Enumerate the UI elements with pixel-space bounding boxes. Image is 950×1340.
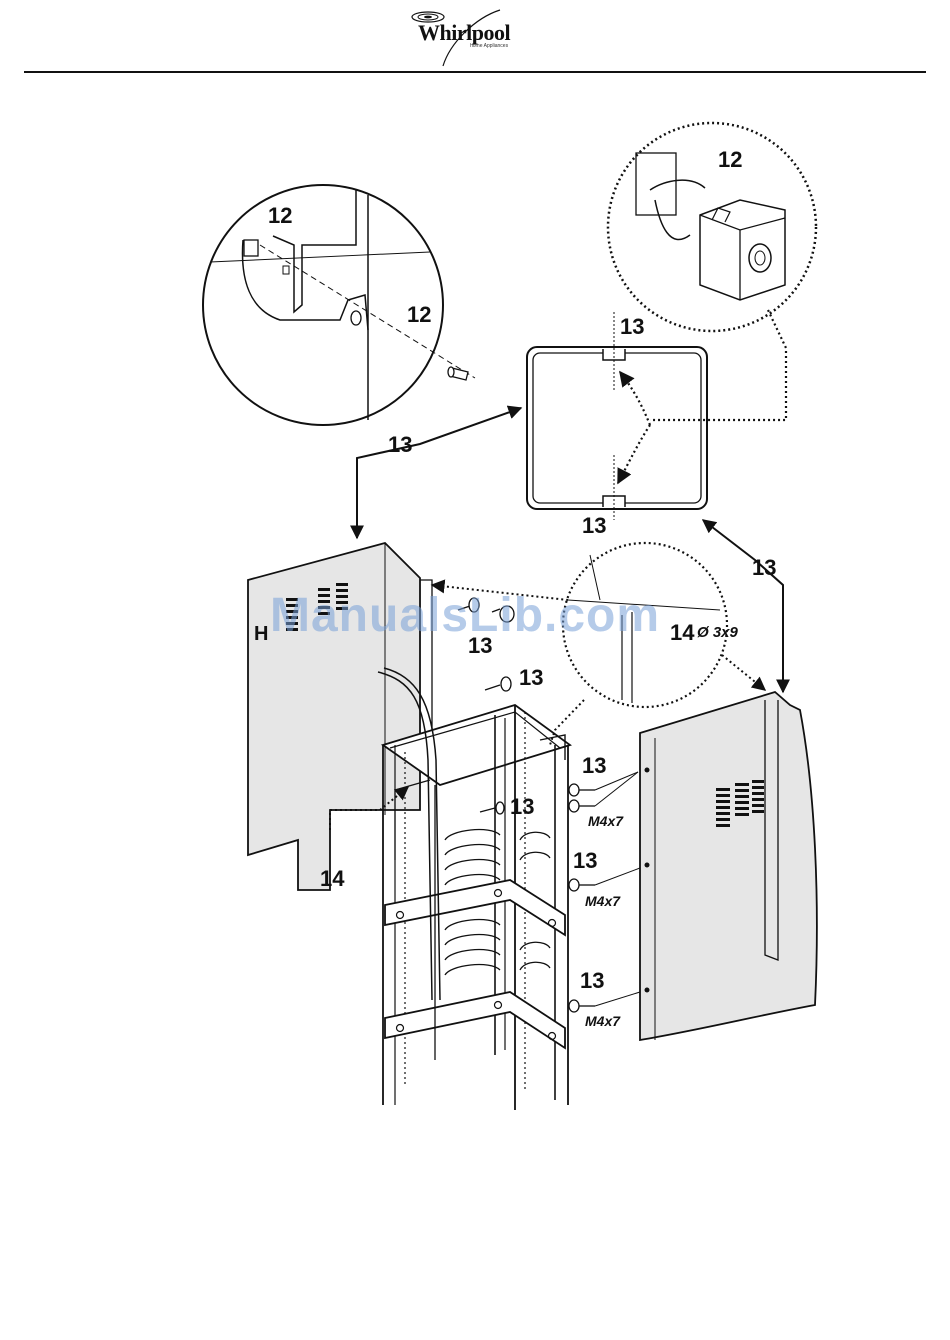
callout-label: 12 — [718, 147, 742, 172]
callout-label: 13 — [573, 848, 597, 873]
left-detail-circle — [203, 185, 475, 425]
right-detail-circle — [608, 123, 816, 420]
watermark-text: ManualsLib.com — [270, 588, 660, 643]
callout-label: 13 — [582, 513, 606, 538]
callout-label: 14 — [670, 620, 695, 645]
callout-label: 13 — [580, 968, 604, 993]
screw-size-label: M4x7 — [585, 893, 621, 909]
duct-profile — [527, 312, 707, 520]
callout-label: 13 — [620, 314, 644, 339]
panel-letter: H — [254, 623, 268, 645]
callout-label: 12 — [268, 203, 292, 228]
callout-label: 14 — [320, 866, 345, 891]
callout-label: 13 — [388, 432, 412, 457]
screw-size-label: Ø 3x9 — [697, 624, 739, 641]
callout-label: 13 — [519, 665, 543, 690]
callout-label: 13 — [582, 753, 606, 778]
screw-size-label: M4x7 — [585, 1013, 621, 1029]
right-cover-panel — [640, 692, 817, 1040]
junction-box — [700, 200, 785, 300]
callout-label: 12 — [407, 302, 431, 327]
callout-label: 13 — [510, 794, 534, 819]
screw-icon — [448, 367, 468, 380]
callout-label: 13 — [752, 555, 776, 580]
screw-size-label: M4x7 — [588, 813, 624, 829]
